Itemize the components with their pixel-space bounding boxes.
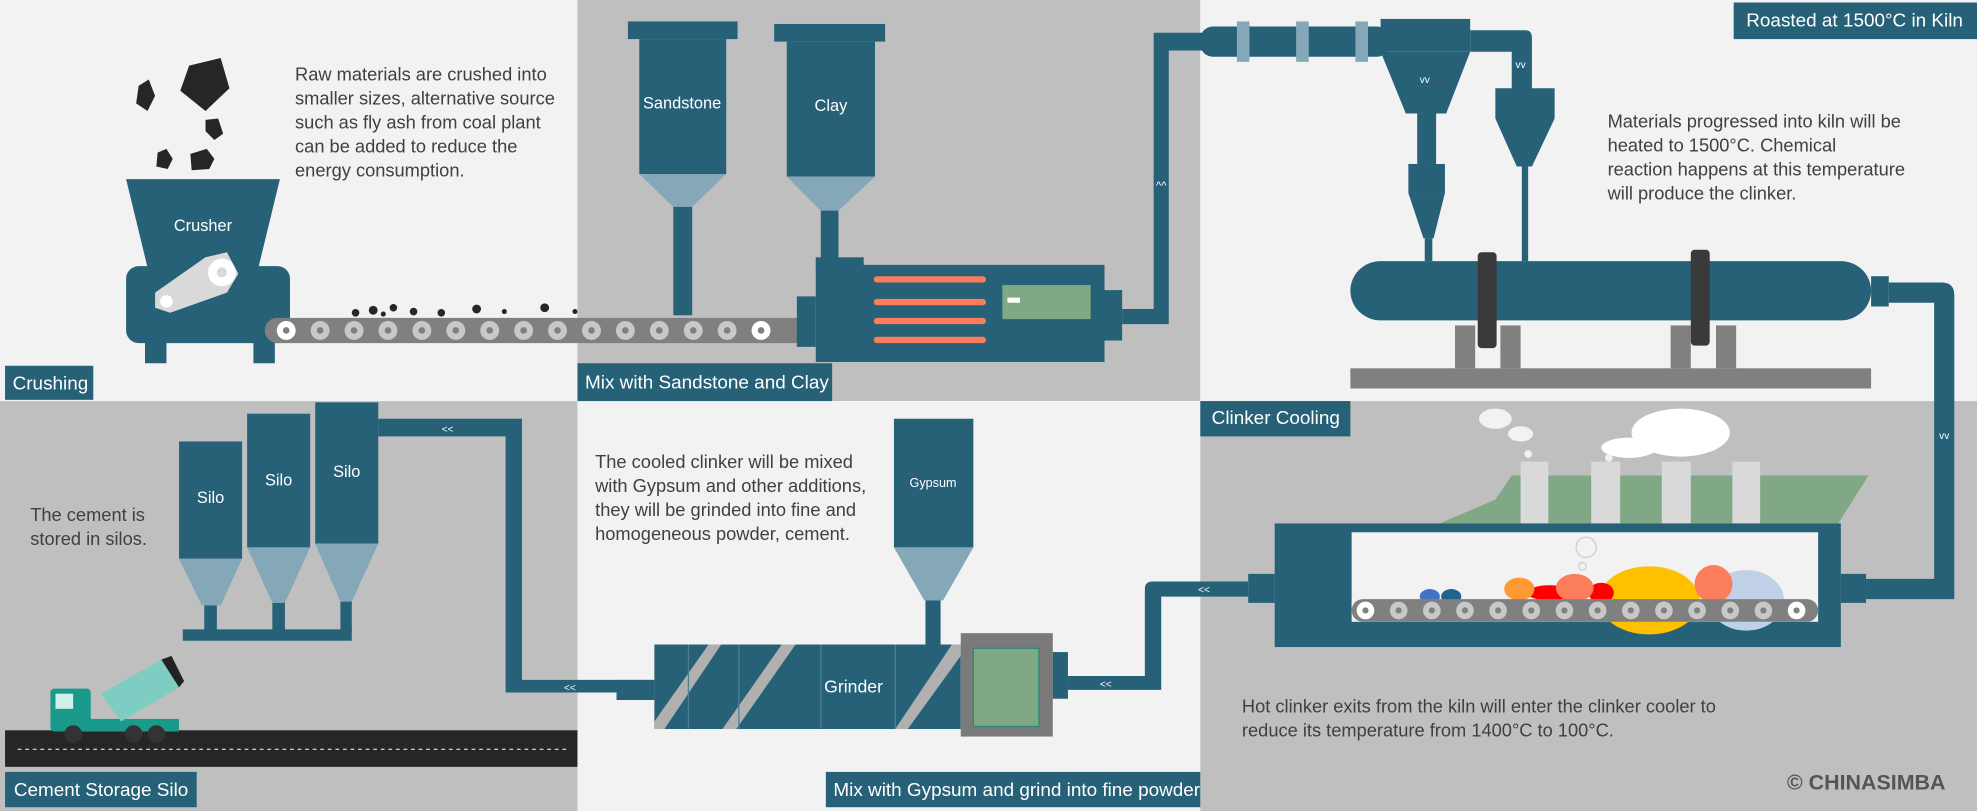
label-grinding: Mix with Gypsum and grind into fine powd…	[825, 771, 1201, 808]
logo: © CHINASIMBA	[1787, 771, 1946, 795]
roller-hub	[350, 327, 358, 334]
gear-icon	[160, 295, 173, 308]
roller-hub	[1594, 607, 1601, 614]
roller-hub	[1694, 607, 1701, 614]
rotary-kiln	[1350, 261, 1872, 321]
kiln-supports	[1350, 325, 1872, 389]
pipe-cooler-to-grinder	[1067, 581, 1249, 690]
grinder: Grinder	[616, 633, 1068, 737]
crushed-particles	[351, 303, 578, 317]
silo-clay: Clay	[774, 23, 886, 262]
crushing-description: Raw materials are crushed into smaller s…	[295, 64, 560, 181]
flow-arrow-left: <<	[1100, 679, 1112, 690]
roller-hub	[1495, 607, 1502, 614]
flow-arrow-down: vv	[1939, 431, 1949, 442]
panel-kiln	[1200, 0, 1977, 402]
panel-grinding	[577, 401, 1201, 811]
road	[5, 730, 578, 767]
silos: Silo Silo Silo	[179, 402, 379, 641]
roller-hub	[1760, 607, 1767, 614]
flow-arrow-left: <<	[1198, 585, 1210, 596]
roller-hub	[1660, 607, 1668, 614]
flow-arrow-left: <<	[564, 683, 576, 694]
grinder-label: Grinder	[824, 676, 883, 696]
chimneys	[1520, 461, 1761, 533]
flow-arrow-down: vv	[1516, 60, 1526, 71]
flow-arrow-left: <<	[442, 425, 454, 436]
roller-hub	[520, 327, 527, 334]
pipe-mixer-to-kiln	[1122, 32, 1205, 325]
crusher: Crusher	[126, 179, 290, 364]
roller-hub	[1627, 607, 1634, 614]
roller-hub	[1428, 607, 1435, 614]
silo-sandstone: Sandstone	[627, 21, 738, 316]
roller-hub	[723, 327, 731, 334]
svg-text:Mix with Gypsum and grind into: Mix with Gypsum and grind into fine powd…	[833, 780, 1200, 801]
conveyor-belt-cooler	[1351, 599, 1819, 622]
roller-hub	[1395, 607, 1402, 614]
roller-hub	[554, 327, 561, 334]
roller-hub	[282, 327, 290, 334]
roller-hub	[689, 327, 697, 334]
silo-label: Silo	[333, 463, 360, 481]
svg-text:Roasted at 1500°C in Kiln: Roasted at 1500°C in Kiln	[1746, 10, 1963, 31]
cyclone-1	[1380, 18, 1471, 262]
roller-hub	[316, 327, 324, 334]
control-panel	[972, 647, 1040, 728]
label-crushing: Crushing	[5, 365, 94, 400]
silo-gypsum: Gypsum	[893, 418, 974, 645]
crusher-label: Crusher	[174, 217, 233, 235]
grinding-description: The cooled clinker will be mixed with Gy…	[594, 451, 871, 544]
silo-label: Sandstone	[643, 94, 721, 112]
cement-mixer-truck-icon	[50, 655, 185, 743]
label-kiln: Roasted at 1500°C in Kiln	[1733, 2, 1977, 40]
conveyor-belt-crushing	[264, 317, 815, 344]
roller-hub	[588, 327, 595, 334]
rocks	[136, 58, 230, 171]
storage-description: The cement is stored in silos.	[30, 504, 150, 549]
roller-hub	[757, 327, 765, 334]
roller-hub	[1727, 607, 1734, 614]
cyclone-2	[1470, 30, 1555, 262]
silo-label: Clay	[815, 97, 849, 115]
flow-arrow-up: ^^	[1156, 180, 1167, 192]
roller-hub	[1793, 607, 1800, 614]
roller-hub	[418, 327, 426, 334]
silo-label: Gypsum	[910, 476, 957, 490]
silo-label: Silo	[197, 489, 224, 507]
smoke-clouds	[1478, 408, 1730, 462]
roller-hub	[1362, 607, 1369, 614]
roller-hub	[452, 327, 460, 334]
label-storage: Cement Storage Silo	[5, 771, 197, 808]
flow-arrow-down: vv	[1420, 75, 1430, 86]
roller-hub	[655, 327, 663, 334]
cooling-description: Hot clinker exits from the kiln will ent…	[1242, 696, 1721, 741]
kiln-tyres	[1477, 249, 1710, 349]
roller-hub	[486, 327, 494, 334]
silo-label: Silo	[265, 472, 292, 490]
roller-hub	[1461, 607, 1469, 614]
label-cooling: Clinker Cooling	[1200, 401, 1351, 437]
pipe-kiln-to-cooler	[1866, 282, 1955, 600]
label-mixing: Mix with Sandstone and Clay	[577, 363, 833, 402]
roller-hub	[1528, 607, 1535, 614]
svg-text:Cement Storage Silo: Cement Storage Silo	[14, 780, 188, 801]
svg-text:Mix with Sandstone and Clay: Mix with Sandstone and Clay	[585, 372, 829, 393]
svg-text:Clinker Cooling: Clinker Cooling	[1212, 408, 1340, 429]
kiln-description: Materials progressed into kiln will be h…	[1607, 110, 1911, 203]
roller-hub	[622, 327, 629, 334]
mixer	[796, 257, 1123, 362]
svg-text:Crushing: Crushing	[13, 374, 89, 395]
roller-hub	[384, 327, 392, 334]
roller-hub	[1561, 607, 1568, 614]
pipe-bands	[1236, 21, 1369, 62]
